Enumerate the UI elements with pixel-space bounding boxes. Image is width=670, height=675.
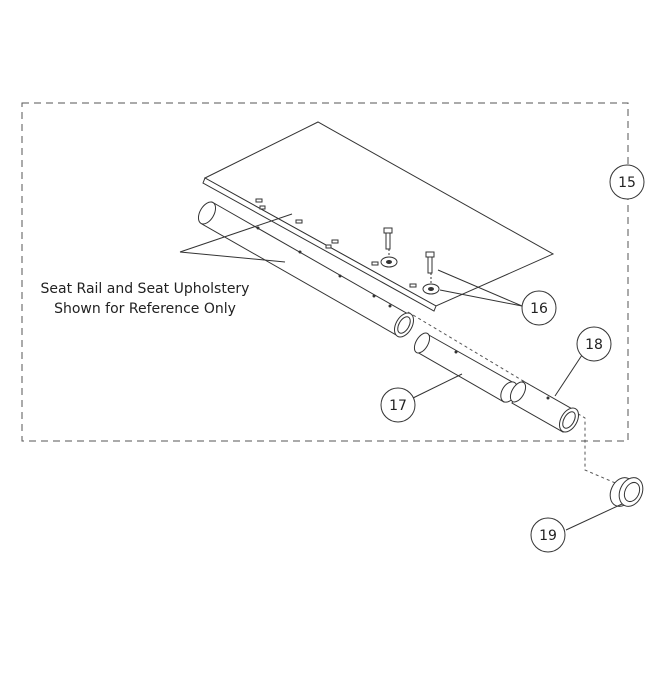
assembly-path-line [407,311,621,486]
end-cap-19 [609,477,644,507]
screw-2 [422,251,440,295]
svg-text:18: 18 [585,337,603,353]
svg-text:16: 16 [530,301,548,317]
svg-text:15: 15 [618,175,636,191]
reference-note-line-2: Shown for Reference Only [54,301,236,317]
leader-16-b [439,289,523,307]
seat-rail [197,201,414,338]
screw-1 [380,227,398,268]
tube-18 [509,380,579,433]
callout-15: 15 [609,164,645,200]
note-leader-rail [179,251,286,263]
leader-19 [565,503,623,531]
leader-17 [412,373,463,399]
svg-text:17: 17 [389,398,407,414]
callout-17: 17 [380,387,416,423]
callout-16: 16 [521,290,557,326]
callout-18: 18 [576,326,612,362]
assembly-boundary [21,102,629,442]
callout-19: 19 [530,517,566,553]
leader-16-a [437,269,523,307]
seat-upholstery-panel [202,121,555,312]
note-leader-upholstery [179,213,293,253]
svg-text:19: 19 [539,528,557,544]
tube-17 [413,332,518,403]
reference-note-line-1: Seat Rail and Seat Upholstery [41,281,250,297]
leader-18 [554,351,585,397]
